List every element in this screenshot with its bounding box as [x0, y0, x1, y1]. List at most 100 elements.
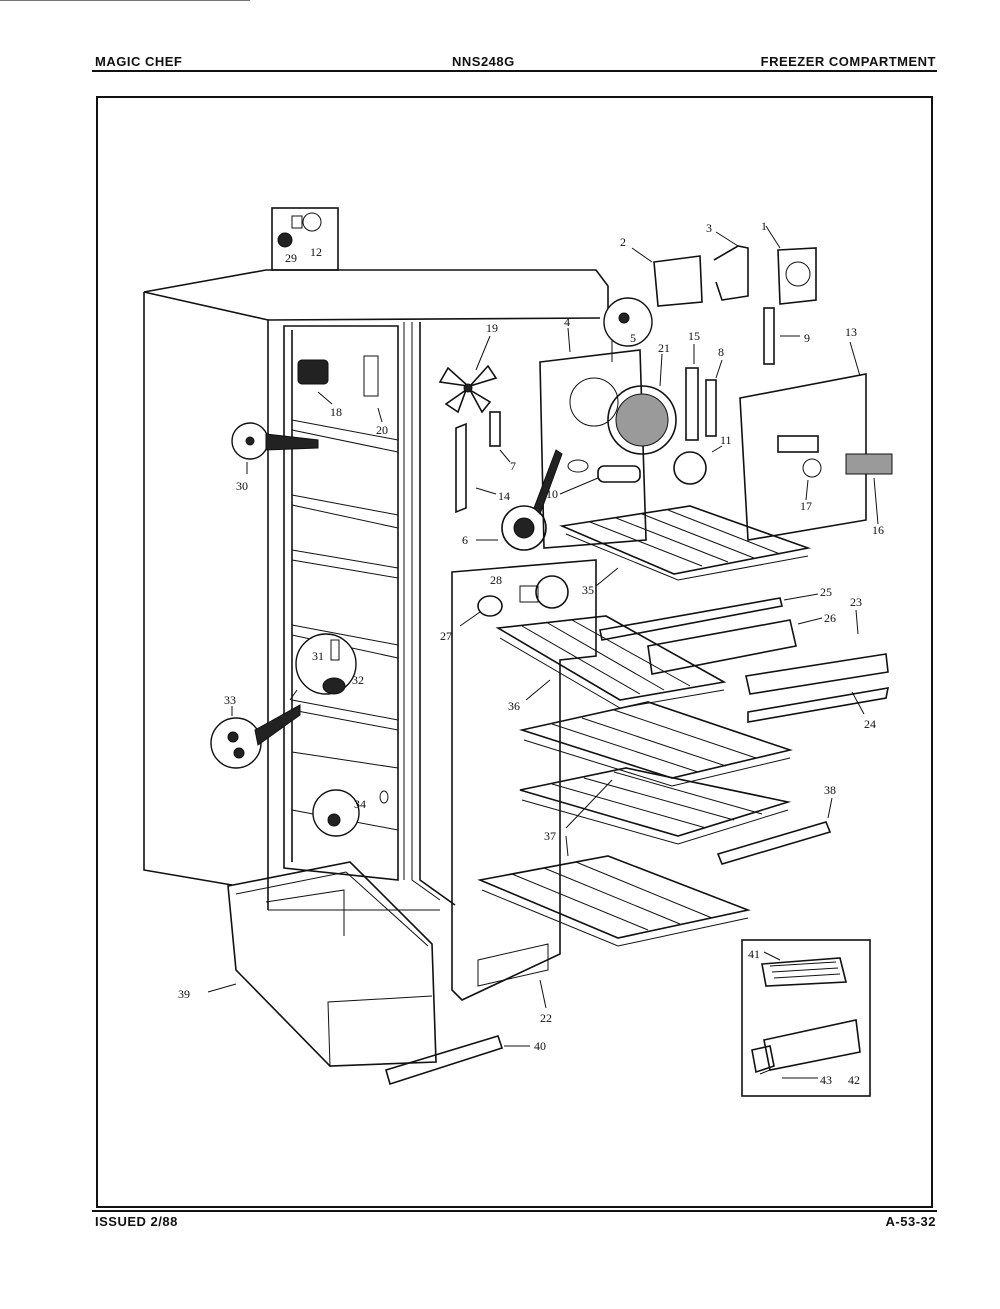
part-13-control-panel [739, 341, 867, 541]
part-18-thermostat [297, 359, 333, 405]
part-19-fan-blade [438, 335, 498, 414]
callout-37: 37 [544, 829, 556, 843]
part-37-shelf-upper [518, 701, 793, 787]
issue-date: ISSUED 2/88 [95, 1214, 178, 1229]
part-7-spacer [489, 411, 511, 463]
part-38-trim [716, 797, 833, 865]
part-39-bin [207, 861, 437, 1067]
part-43-scoop [751, 1045, 775, 1074]
part-42-ice-bin [763, 1019, 861, 1071]
section-title: FREEZER COMPARTMENT [760, 54, 936, 69]
callout-6: 6 [462, 533, 468, 547]
part-2-bracket [631, 247, 703, 307]
callout-26: 26 [824, 611, 836, 625]
part-3-bracket [713, 231, 749, 301]
part-34-detail [312, 789, 389, 837]
part-30-detail [231, 422, 319, 474]
callout-34: 34 [354, 797, 366, 811]
part-16-lens [845, 453, 893, 525]
callout-36: 36 [508, 699, 520, 713]
callout-29: 29 [285, 251, 297, 265]
callout-12: 12 [310, 245, 322, 259]
callout-3: 3 [706, 221, 712, 235]
callout-19: 19 [486, 321, 498, 335]
callout-7: 7 [510, 459, 516, 473]
callout-8: 8 [718, 345, 724, 359]
callout-22: 22 [540, 1011, 552, 1025]
footer-rule [92, 1210, 937, 1212]
callout-35: 35 [582, 583, 594, 597]
callout-18: 18 [330, 405, 342, 419]
brand-title: MAGIC CHEF [95, 54, 183, 69]
callout-4: 4 [564, 315, 570, 329]
callout-9: 9 [804, 331, 810, 345]
callout-17: 17 [800, 499, 812, 513]
callout-40: 40 [534, 1039, 546, 1053]
model-number: NNS248G [452, 54, 515, 69]
callout-14: 14 [498, 489, 510, 503]
part-24-gasket [747, 687, 890, 723]
part-28-bulb [519, 575, 569, 609]
callout-39: 39 [178, 987, 190, 1001]
callout-23: 23 [850, 595, 862, 609]
part-20-switch [363, 355, 383, 423]
bottom-shelf [477, 855, 751, 947]
callout-27: 27 [440, 629, 452, 643]
callout-41: 41 [748, 947, 760, 961]
part-25-rail [599, 593, 819, 641]
callout-13: 13 [845, 325, 857, 339]
part-37-shelf-lower [519, 767, 792, 857]
part-8-strip [705, 359, 723, 437]
part-41-ice-tray [761, 957, 848, 987]
part-35-shelf [559, 505, 812, 587]
part-21-fan-grille [607, 353, 677, 455]
part-31-32-detail [289, 633, 357, 701]
diagram-frame [96, 96, 933, 1208]
part-33-detail [210, 704, 301, 769]
callout-2: 2 [620, 235, 626, 249]
part-15-strip [685, 344, 699, 441]
header-rule [92, 70, 937, 72]
inset-box-41-43 [741, 939, 871, 1097]
part-27-socket [459, 595, 503, 627]
part-23-trim [745, 609, 889, 695]
part-5-detail [603, 297, 653, 362]
page-code: A-53-32 [885, 1214, 936, 1229]
callout-5: 5 [630, 331, 636, 345]
callout-33: 33 [224, 693, 236, 707]
callout-1: 1 [761, 219, 767, 233]
part-17-knob [805, 479, 809, 501]
part-29-rivet [277, 232, 293, 248]
part-36-shelf [495, 615, 727, 709]
part-1-housing [765, 225, 817, 305]
callout-28: 28 [490, 573, 502, 587]
part-26-housing [647, 617, 823, 675]
callout-31: 31 [312, 649, 324, 663]
part-6-grommet [476, 449, 563, 551]
callout-32: 32 [352, 673, 364, 687]
callout-43: 43 [820, 1073, 832, 1087]
part-10-socket [559, 465, 641, 495]
callout-10: 10 [546, 487, 558, 501]
callout-11: 11 [720, 433, 732, 447]
part-9-strip [763, 307, 800, 365]
callout-30: 30 [236, 479, 248, 493]
callout-15: 15 [688, 329, 700, 343]
callout-21: 21 [658, 341, 670, 355]
part-12-clip [302, 212, 322, 232]
part-22-back-panel [451, 559, 597, 1009]
callout-16: 16 [872, 523, 884, 537]
callout-38: 38 [824, 783, 836, 797]
callout-20: 20 [376, 423, 388, 437]
callout-25: 25 [820, 585, 832, 599]
part-40-trim [385, 1035, 530, 1086]
callout-labels: 1 2 3 4 5 6 7 8 9 10 11 12 13 14 15 16 1… [178, 219, 884, 1087]
inset-box-12-29 [271, 207, 339, 271]
part-14-bracket [455, 422, 497, 514]
top-edge-mark [0, 0, 250, 1]
callout-24: 24 [864, 717, 876, 731]
part-11-bulb [673, 445, 723, 485]
callout-42: 42 [848, 1073, 860, 1087]
cabinet-body [143, 269, 609, 911]
